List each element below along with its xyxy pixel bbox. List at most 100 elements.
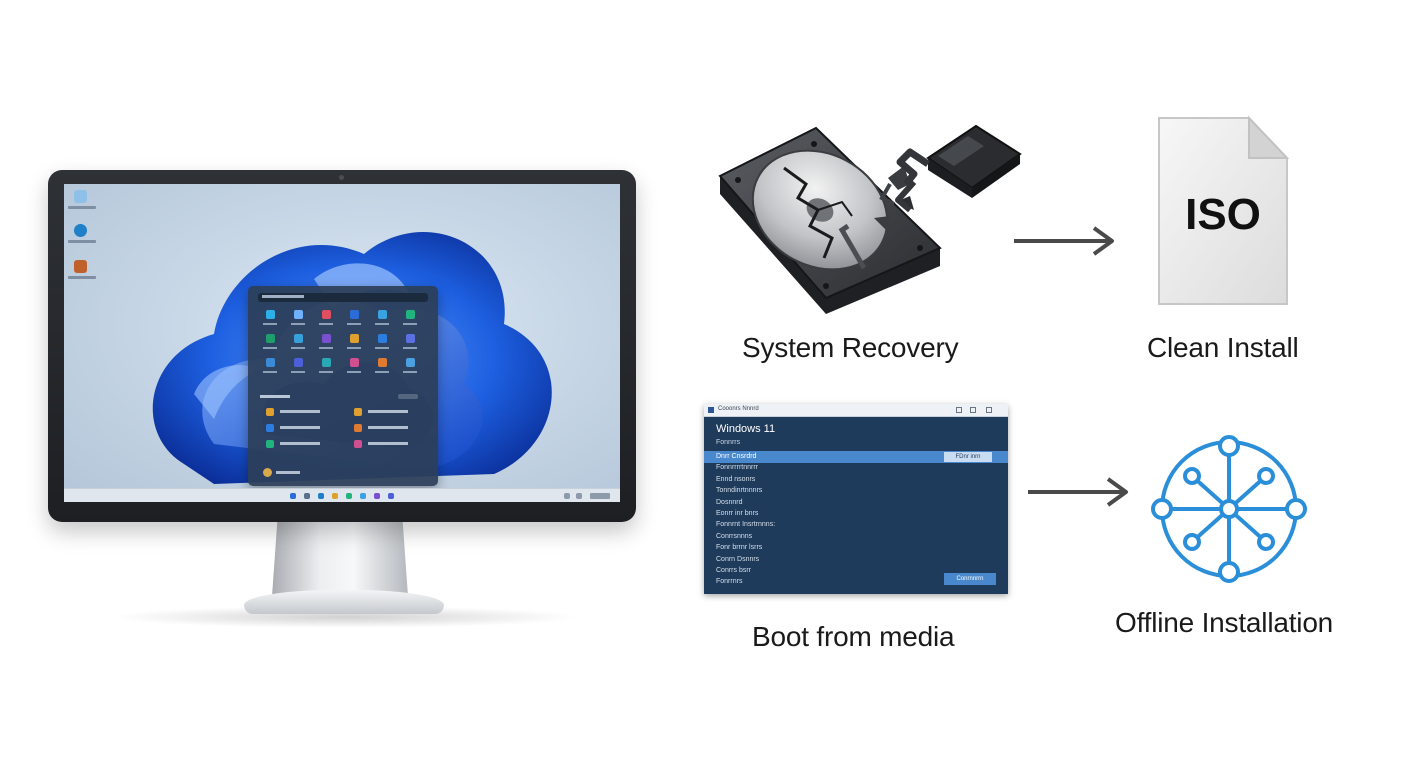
- selected-boot-option[interactable]: [704, 451, 1008, 463]
- boot-window-heading: Windows 11: [716, 423, 776, 435]
- app-tile-label: [375, 371, 389, 373]
- start-menu: [248, 286, 438, 486]
- taskbar-search-icon[interactable]: [304, 493, 310, 499]
- app-tile-icon[interactable]: [350, 310, 359, 319]
- broken-hard-drive-icon: [718, 124, 1022, 314]
- app-tile-icon[interactable]: [266, 358, 275, 367]
- user-avatar[interactable]: [263, 468, 272, 477]
- app-tile-icon[interactable]: [322, 358, 331, 367]
- app-tile-label: [347, 371, 361, 373]
- webcam: [339, 175, 344, 180]
- start-button-icon[interactable]: [290, 493, 296, 499]
- taskbar-app-icon[interactable]: [346, 493, 352, 499]
- taskbar-app-icon[interactable]: [374, 493, 380, 499]
- taskbar-app-icon[interactable]: [318, 493, 324, 499]
- network-globe-icon: [1151, 435, 1307, 583]
- minimize-icon[interactable]: [956, 407, 962, 413]
- taskbar-app-icon[interactable]: [360, 493, 366, 499]
- close-icon[interactable]: [986, 407, 992, 413]
- boot-option-item[interactable]: Conrrs bsrr: [716, 567, 752, 574]
- edge-browser-icon[interactable]: [74, 224, 87, 237]
- app-tile-label: [263, 371, 277, 373]
- app-tile-icon[interactable]: [378, 310, 387, 319]
- taskbar: [64, 488, 620, 502]
- window-title: Cooonrs Nnnrd: [718, 406, 759, 412]
- boot-option-item[interactable]: Fonr brrnr lsrrs: [716, 544, 763, 551]
- boot-option-item[interactable]: Ennd nsonrs: [716, 476, 756, 483]
- app-tile-label: [291, 371, 305, 373]
- boot-from-media-label: Boot from media: [752, 621, 955, 652]
- iso-file-icon: [1158, 115, 1290, 305]
- app-tile-label: [291, 323, 305, 325]
- app-tile-icon[interactable]: [378, 358, 387, 367]
- app-tile-label: [319, 371, 333, 373]
- boot-option-item[interactable]: Eonrr inr bnrs: [716, 510, 759, 517]
- monitor-stand-neck: [272, 520, 408, 596]
- app-tile-icon[interactable]: [294, 358, 303, 367]
- more-button[interactable]: [398, 394, 418, 399]
- app-tile-label: [403, 323, 417, 325]
- desktop-monitor-icon: [48, 170, 636, 522]
- window-titlebar: Cooonrs Nnnrd: [704, 404, 1008, 417]
- desktop-icon-label: [68, 276, 96, 279]
- app-tile-icon[interactable]: [406, 358, 415, 367]
- taskbar-app-icon[interactable]: [388, 493, 394, 499]
- boot-option-item[interactable]: Conrrsnnns: [716, 533, 753, 540]
- app-tile-icon[interactable]: [294, 310, 303, 319]
- app-tile-label: [319, 347, 333, 349]
- monitor-shadow: [110, 606, 580, 628]
- app-tile-label: [347, 323, 361, 325]
- recent-file-label: [368, 426, 408, 429]
- recent-file-icon[interactable]: [354, 440, 362, 448]
- recent-file-icon[interactable]: [354, 408, 362, 416]
- app-tile-icon[interactable]: [406, 334, 415, 343]
- recent-file-icon[interactable]: [266, 408, 274, 416]
- app-tile-icon[interactable]: [350, 358, 359, 367]
- app-tile-icon[interactable]: [322, 334, 331, 343]
- arrow-right-icon: [1014, 226, 1114, 256]
- desktop-icon-label: [68, 206, 96, 209]
- taskbar-app-icon[interactable]: [332, 493, 338, 499]
- system-recovery-label: System Recovery: [742, 332, 959, 363]
- app-tile-icon[interactable]: [266, 334, 275, 343]
- clean-install-label: Clean Install: [1147, 332, 1299, 363]
- recommended-heading: [260, 395, 290, 398]
- app-shortcut-icon[interactable]: [74, 260, 87, 273]
- recent-file-icon[interactable]: [354, 424, 362, 432]
- app-tile-icon[interactable]: [378, 334, 387, 343]
- boot-option-item[interactable]: Conrn Dsnnrs: [716, 556, 760, 563]
- recent-file-label: [280, 442, 320, 445]
- desktop-icon-label: [68, 240, 96, 243]
- clock-display[interactable]: [590, 493, 610, 499]
- offline-installation-label: Offline Installation: [1115, 607, 1334, 638]
- next-button[interactable]: Conrnnrrn: [944, 573, 996, 585]
- system-tray-icon[interactable]: [576, 493, 582, 499]
- app-tile-icon[interactable]: [350, 334, 359, 343]
- app-tile-icon[interactable]: [406, 310, 415, 319]
- recent-file-label: [280, 410, 320, 413]
- system-tray-icon[interactable]: [564, 493, 570, 499]
- app-tile-icon[interactable]: [266, 310, 275, 319]
- boot-option-item[interactable]: Fonnrnt Insrtrnnns:: [716, 521, 776, 528]
- recent-file-icon[interactable]: [266, 424, 274, 432]
- recent-file-label: [280, 426, 320, 429]
- recent-file-icon[interactable]: [266, 440, 274, 448]
- start-search-input[interactable]: [258, 293, 428, 302]
- app-tile-icon[interactable]: [294, 334, 303, 343]
- app-tile-label: [375, 347, 389, 349]
- selected-option-button[interactable]: FDnr inrn: [944, 452, 992, 462]
- app-tile-icon[interactable]: [322, 310, 331, 319]
- window-app-icon: [708, 407, 714, 413]
- boot-setup-window: Cooonrs Nnnrd Windows 11 Fonnrrs Dnrr Cn…: [704, 404, 1008, 594]
- maximize-icon[interactable]: [970, 407, 976, 413]
- boot-option-item[interactable]: Fonnrrrrtnnrrr: [716, 464, 759, 471]
- boot-option-item[interactable]: Tonndinrtnnnrs: [716, 487, 763, 494]
- boot-option-item[interactable]: Dosnnrd: [716, 499, 743, 506]
- search-placeholder-text: [262, 295, 304, 298]
- iso-file-label: ISO: [1185, 190, 1261, 239]
- app-tile-label: [291, 347, 305, 349]
- recycle-bin-icon[interactable]: [74, 190, 87, 203]
- app-tile-label: [263, 323, 277, 325]
- recent-file-label: [368, 442, 408, 445]
- boot-option-item[interactable]: Fonrrnrs: [716, 578, 743, 585]
